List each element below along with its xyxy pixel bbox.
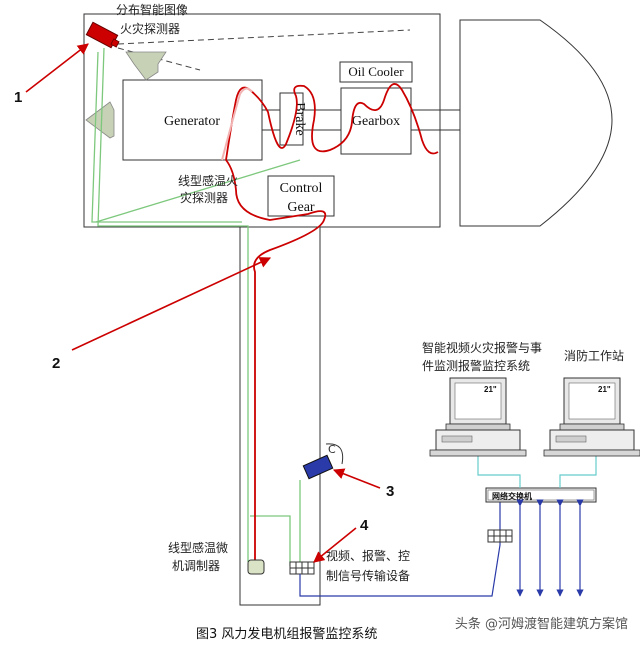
- remote-transmission-device: [487, 529, 513, 543]
- callout-number-1: 1: [14, 89, 22, 106]
- rotor-hub: [459, 19, 613, 227]
- linear-heat-detector-cable-faint: [221, 87, 253, 161]
- generator-label: Generator: [164, 114, 220, 129]
- workstation-left: [429, 377, 527, 457]
- workstation-left-monitor-text: 21": [484, 385, 497, 394]
- linear-detector-label-2: 灾探测器: [180, 190, 228, 205]
- camera-detector-label-1: 分布智能图像: [116, 2, 188, 17]
- tower: [239, 226, 321, 606]
- switch-ports: [516, 499, 584, 597]
- green-signal-lines: [91, 47, 301, 566]
- workstation-right: [543, 377, 640, 457]
- view-arrow-left: [85, 101, 115, 139]
- modulator-device: [247, 559, 265, 575]
- tower-camera-icon: C: [302, 443, 344, 480]
- control-gear-label-2: Gear: [287, 200, 315, 215]
- callout-number-2: 2: [52, 355, 60, 372]
- callout-number-4: 4: [360, 517, 369, 534]
- control-gear-label-1: Control: [280, 181, 323, 196]
- workstation-links: [477, 455, 597, 488]
- gearbox-label: Gearbox: [352, 114, 400, 129]
- transmission-device: [289, 561, 315, 575]
- camera-detector-icon: [85, 21, 120, 49]
- oil-cooler-box: [339, 61, 413, 83]
- system-left-label-1: 智能视频火灾报警与事: [422, 340, 542, 355]
- network-switch-label: 网络交换机: [492, 491, 532, 501]
- linear-detector-label-1: 线型感温火: [178, 173, 238, 188]
- modulator-label-2: 机调制器: [172, 559, 220, 573]
- svg-text:C: C: [328, 443, 336, 456]
- callout-arrows: [25, 43, 381, 563]
- workstation-right-monitor-text: 21": [598, 385, 611, 394]
- control-gear-box: [267, 175, 335, 217]
- modulator-label-1: 线型感温微: [168, 540, 228, 555]
- camera-detector-label-2: 火灾探测器: [120, 21, 180, 36]
- linear-heat-detector-cable: [225, 83, 439, 562]
- callout-number-3: 3: [386, 483, 394, 500]
- system-left-label-2: 件监测报警监控系统: [422, 358, 530, 373]
- view-arrow-down: [125, 51, 167, 81]
- transmission-label-2: 制信号传输设备: [326, 568, 410, 583]
- figure-caption: 图3 风力发电机组报警监控系统: [196, 626, 377, 642]
- transmission-label-1: 视频、报警、控: [326, 548, 410, 563]
- oil-cooler-label: Oil Cooler: [348, 64, 404, 79]
- watermark: 头条 @河姆渡智能建筑方案馆: [455, 616, 628, 632]
- system-right-label: 消防工作站: [564, 348, 624, 363]
